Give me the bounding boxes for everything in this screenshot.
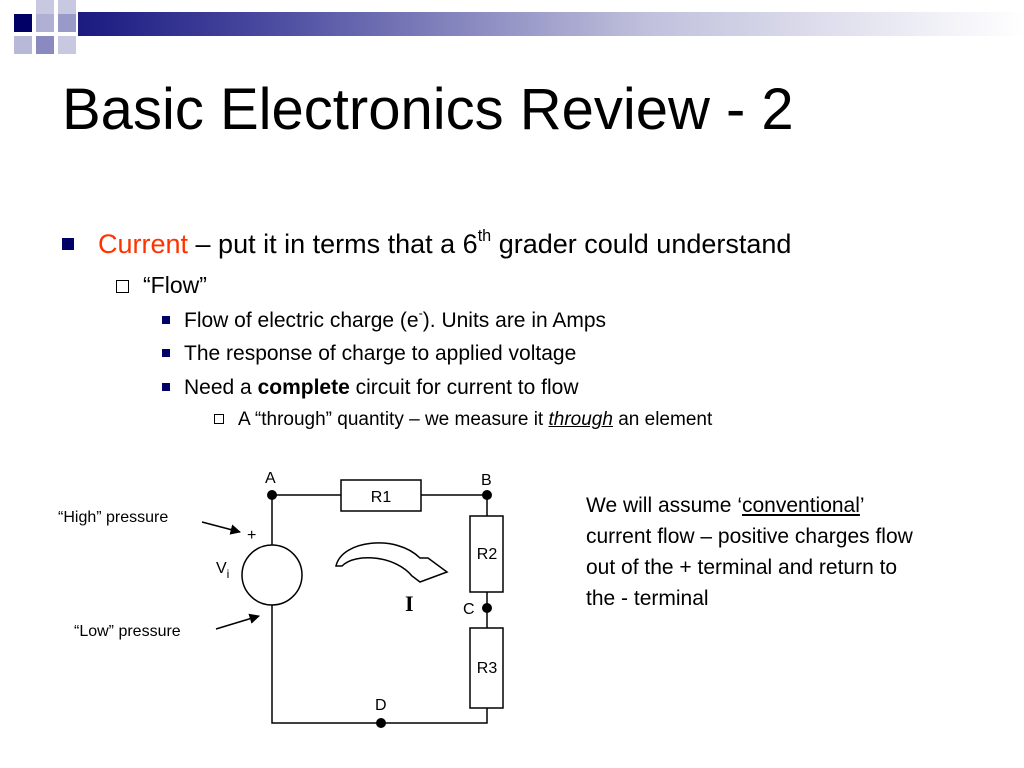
circuit-wires (271, 494, 488, 724)
slide-header-decoration (14, 0, 1024, 54)
plus-terminal-label: + (247, 527, 256, 544)
r3-label: R3 (477, 660, 498, 677)
r2-label: R2 (477, 546, 498, 563)
bullet-complete-circuit: Need a complete circuit for current to f… (162, 374, 579, 402)
resistor-r1 (340, 479, 422, 512)
voltage-source-symbol (241, 544, 303, 606)
hollow-square-bullet-icon (214, 414, 224, 424)
bullet-current: Current – put it in terms that a 6th gra… (62, 226, 791, 262)
hollow-square-bullet-icon (116, 280, 129, 293)
low-pressure-label: “Low” pressure (74, 623, 181, 640)
current-direction-arrow-icon (335, 542, 449, 583)
resistor-r2 (469, 515, 504, 593)
node-b-label: B (481, 472, 492, 489)
current-term: Current (98, 229, 189, 259)
circuit-diagram: A B C D R1 R2 R3 + Vi I “High” pressure … (58, 470, 504, 728)
node-d-label: D (375, 697, 387, 714)
node-c-dot (482, 603, 492, 613)
node-a-label: A (265, 470, 276, 487)
square-bullet-icon (162, 349, 170, 357)
low-pressure-pointer-arrow (215, 613, 261, 630)
conventional-flow-note: We will assume ‘conventional’ current fl… (586, 494, 913, 610)
resistor-r3 (469, 627, 504, 709)
node-c-label: C (463, 601, 475, 618)
bullet-response-of-charge: The response of charge to applied voltag… (162, 340, 576, 368)
r1-label: R1 (371, 489, 392, 506)
bullet-through-quantity: A “through” quantity – we measure it thr… (214, 407, 712, 433)
high-pressure-pointer-arrow (201, 521, 242, 535)
node-d-dot (376, 718, 386, 728)
square-bullet-icon (162, 383, 170, 391)
square-bullet-icon (62, 238, 74, 250)
bullet-flow-of-charge: Flow of electric charge (e-). Units are … (162, 307, 606, 335)
node-a-dot (267, 490, 277, 500)
node-b-dot (482, 490, 492, 500)
high-pressure-label: “High” pressure (58, 509, 168, 526)
bullet-flow: “Flow” (116, 270, 207, 300)
current-i-label: I (405, 591, 414, 616)
vi-label: Vi (216, 560, 229, 581)
slide-title: Basic Electronics Review - 2 (62, 77, 794, 142)
square-bullet-icon (162, 316, 170, 324)
